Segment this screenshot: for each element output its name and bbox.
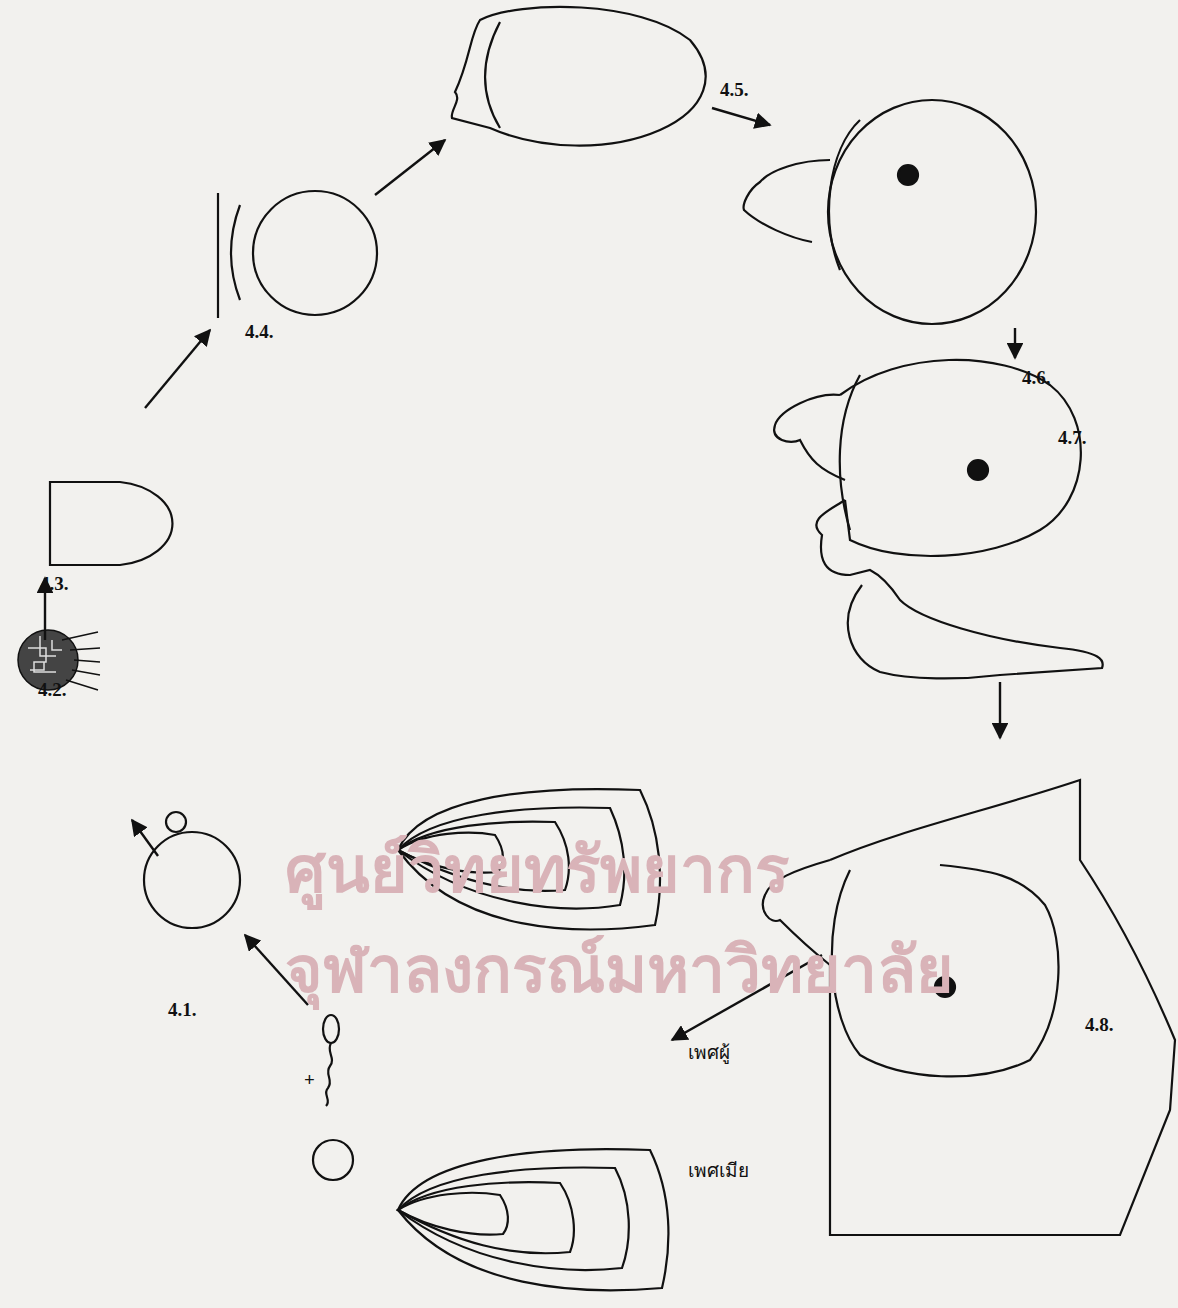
stage-number: 4.1. bbox=[168, 1000, 197, 1021]
stage-number: 4.3. bbox=[40, 574, 69, 595]
stage-number: 4.2. bbox=[38, 680, 67, 701]
stage-number: 4.8. bbox=[1085, 1015, 1114, 1036]
sex-label: เพศผู้ bbox=[688, 1042, 730, 1063]
stage-number: 4.6. bbox=[1022, 368, 1051, 389]
watermark: ศูนย์วิทยทรัพยากร bbox=[285, 835, 789, 905]
sex-label: เพศเมีย bbox=[688, 1160, 749, 1181]
plus-sign: + bbox=[304, 1070, 315, 1091]
watermark: จุฬาลงกรณ์มหาวิทยาลัย bbox=[285, 935, 954, 1005]
stage-number: 4.4. bbox=[245, 322, 274, 343]
stage-number: 4.7. bbox=[1058, 428, 1087, 449]
stage-number: 4.5. bbox=[720, 80, 749, 101]
